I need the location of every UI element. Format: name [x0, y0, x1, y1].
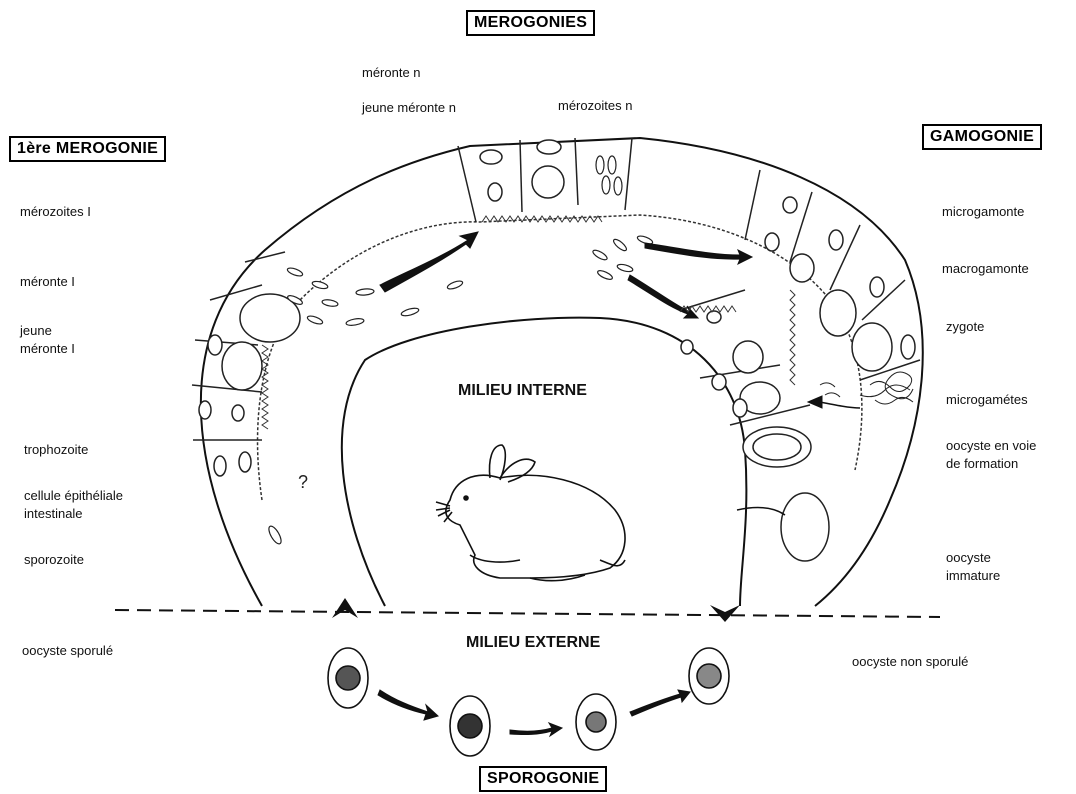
- label-jeune-meronte-I-line2: méronte I: [20, 340, 75, 358]
- title-premiere-merogonie: 1ère MEROGONIE: [9, 136, 166, 162]
- migration-arrows: [380, 232, 860, 515]
- cell-nuclei: [199, 140, 915, 561]
- label-oocyste-non-sporule: oocyste non sporulé: [852, 653, 968, 671]
- label-oocyste-formation-line1: oocyste en voie: [946, 437, 1036, 455]
- label-milieu-interne: MILIEU INTERNE: [458, 382, 587, 400]
- label-zygote: zygote: [946, 318, 984, 336]
- environment-boundary: [115, 610, 940, 617]
- merozoites: [267, 156, 654, 546]
- question-mark: ?: [298, 472, 308, 493]
- label-oocyste-immature-line2: immature: [946, 567, 1000, 585]
- label-meronte-I: méronte I: [20, 273, 75, 291]
- label-sporozoite: sporozoite: [24, 551, 84, 569]
- label-jeune-meronte-n: jeune méronte n: [362, 99, 456, 117]
- sporogony-arrows: [378, 690, 690, 736]
- label-milieu-externe: MILIEU EXTERNE: [466, 634, 600, 652]
- boundary-arrow-down: [710, 605, 740, 622]
- label-jeune-meronte-I-line1: jeune: [20, 322, 52, 340]
- boundary-arrow-up: [332, 598, 358, 618]
- title-gamogonie: GAMOGONIE: [922, 124, 1042, 150]
- rabbit-drawing: [436, 445, 625, 581]
- label-macrogamonte: macrogamonte: [942, 260, 1029, 278]
- label-merozoites-I: mérozoites I: [20, 203, 91, 221]
- label-meronte-n: méronte n: [362, 64, 421, 82]
- label-cellule-line2: intestinale: [24, 505, 83, 523]
- title-merogonies: MEROGONIES: [466, 10, 595, 36]
- label-oocyste-immature-line1: oocyste: [946, 549, 991, 567]
- label-cellule-line1: cellule épithéliale: [24, 487, 123, 505]
- label-microgamonte: microgamonte: [942, 203, 1024, 221]
- label-oocyste-sporule: oocyste sporulé: [22, 642, 113, 660]
- label-trophozoite: trophozoite: [24, 441, 88, 459]
- label-oocyste-formation-line2: de formation: [946, 455, 1018, 473]
- microgametes-tangle: [820, 372, 913, 404]
- title-sporogonie: SPOROGONIE: [479, 766, 607, 792]
- label-merozoites-n: mérozoites n: [558, 97, 632, 115]
- label-microgametes: microgamétes: [946, 391, 1028, 409]
- oocysts-sporogony: [328, 648, 729, 756]
- inner-arch: [342, 318, 747, 606]
